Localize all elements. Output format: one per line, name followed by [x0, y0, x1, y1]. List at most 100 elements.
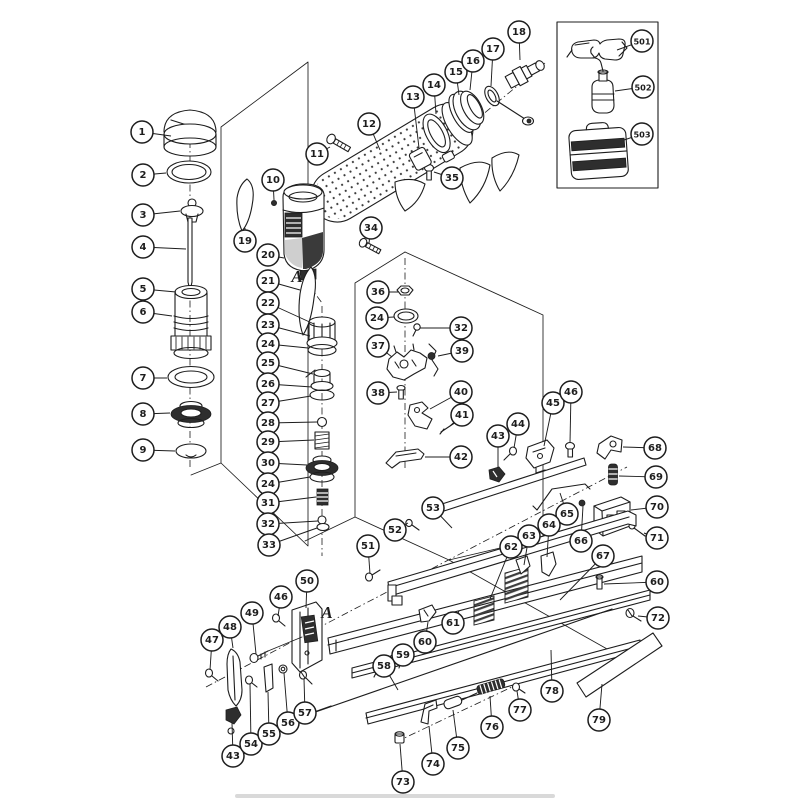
- balloon-2[interactable]: 2: [131, 163, 155, 187]
- balloon-67[interactable]: 67: [591, 544, 615, 568]
- balloon-78[interactable]: 78: [540, 679, 564, 703]
- part-staples: [504, 566, 529, 604]
- balloon-60[interactable]: 60: [413, 630, 437, 654]
- balloon-25[interactable]: 25: [256, 351, 280, 375]
- balloon-9[interactable]: 9: [131, 438, 155, 462]
- balloon-27[interactable]: 27: [256, 391, 280, 415]
- balloon-61[interactable]: 61: [441, 611, 465, 635]
- balloon-66[interactable]: 66: [569, 529, 593, 553]
- balloon-32[interactable]: 32: [449, 316, 473, 340]
- balloon-14[interactable]: 14: [422, 73, 446, 97]
- balloon-58[interactable]: 58: [372, 654, 396, 678]
- part-nut-43b: [225, 706, 242, 735]
- balloon-60[interactable]: 60: [645, 570, 669, 594]
- balloon-16[interactable]: 16: [461, 49, 485, 73]
- balloon-40[interactable]: 40: [449, 380, 473, 404]
- balloon-48[interactable]: 48: [218, 615, 242, 639]
- part-magazine-cover-plate-79: [576, 632, 663, 698]
- part-clip-63: [515, 555, 531, 575]
- balloon-32[interactable]: 32: [256, 512, 280, 536]
- balloon-76[interactable]: 76: [480, 715, 504, 739]
- balloon-21[interactable]: 21: [256, 269, 280, 293]
- balloon-19[interactable]: 19: [233, 229, 257, 253]
- svg-text:66: 66: [574, 536, 588, 547]
- part-guide-bar: [441, 457, 587, 512]
- balloon-63[interactable]: 63: [517, 524, 541, 548]
- balloon-65[interactable]: 65: [555, 502, 579, 526]
- balloon-15[interactable]: 15: [444, 60, 468, 84]
- balloon-43[interactable]: 43: [486, 424, 510, 448]
- svg-text:32: 32: [261, 519, 275, 530]
- balloon-79[interactable]: 79: [587, 708, 611, 732]
- balloon-62[interactable]: 62: [499, 535, 523, 559]
- balloon-20[interactable]: 20: [256, 243, 280, 267]
- balloon-5[interactable]: 5: [131, 277, 155, 301]
- balloon-70[interactable]: 70: [645, 495, 669, 519]
- part-valve-block: [408, 146, 432, 171]
- balloon-46[interactable]: 46: [269, 585, 293, 609]
- balloon-59[interactable]: 59: [391, 643, 415, 667]
- balloon-71[interactable]: 71: [645, 526, 669, 550]
- balloon-35[interactable]: 35: [440, 166, 464, 190]
- svg-text:64: 64: [542, 520, 556, 531]
- balloon-30[interactable]: 30: [256, 451, 280, 475]
- balloon-39[interactable]: 39: [450, 339, 474, 363]
- trigger-parts: [385, 285, 457, 469]
- balloon-18[interactable]: 18: [507, 20, 531, 44]
- part-wire-spring-65: [532, 483, 591, 511]
- svg-text:17: 17: [486, 44, 500, 55]
- balloon-52[interactable]: 52: [383, 518, 407, 542]
- balloon-502[interactable]: 502: [631, 75, 655, 99]
- balloon-55[interactable]: 55: [257, 722, 281, 746]
- balloon-8[interactable]: 8: [131, 402, 155, 426]
- balloon-7[interactable]: 7: [131, 366, 155, 390]
- balloon-10[interactable]: 10: [261, 168, 285, 192]
- balloon-37[interactable]: 37: [366, 334, 390, 358]
- balloon-54[interactable]: 54: [239, 732, 263, 756]
- balloon-45[interactable]: 45: [541, 391, 565, 415]
- balloon-53[interactable]: 53: [421, 496, 445, 520]
- balloon-47[interactable]: 47: [200, 628, 224, 652]
- balloon-38[interactable]: 38: [366, 381, 390, 405]
- balloon-57[interactable]: 57: [293, 701, 317, 725]
- balloon-41[interactable]: 41: [450, 403, 474, 427]
- balloon-74[interactable]: 74: [421, 752, 445, 776]
- balloon-72[interactable]: 72: [646, 606, 670, 630]
- balloon-33[interactable]: 33: [257, 533, 281, 557]
- balloon-6[interactable]: 6: [131, 300, 155, 324]
- balloon-12[interactable]: 12: [357, 112, 381, 136]
- balloon-29[interactable]: 29: [256, 430, 280, 454]
- balloon-49[interactable]: 49: [240, 601, 264, 625]
- balloon-46[interactable]: 46: [559, 380, 583, 404]
- balloon-501[interactable]: 501: [630, 29, 654, 53]
- section-label-A-2: A: [320, 603, 332, 622]
- balloon-50[interactable]: 50: [295, 569, 319, 593]
- balloon-44[interactable]: 44: [506, 412, 530, 436]
- balloon-31[interactable]: 31: [256, 491, 280, 515]
- balloon-68[interactable]: 68: [643, 436, 667, 460]
- svg-text:13: 13: [406, 92, 420, 103]
- balloon-1[interactable]: 1: [130, 120, 154, 144]
- balloon-43[interactable]: 43: [221, 744, 245, 768]
- balloon-69[interactable]: 69: [644, 465, 668, 489]
- svg-text:77: 77: [513, 705, 527, 716]
- balloon-42[interactable]: 42: [449, 445, 473, 469]
- balloon-73[interactable]: 73: [391, 770, 415, 794]
- balloon-22[interactable]: 22: [256, 291, 280, 315]
- balloon-51[interactable]: 51: [356, 534, 380, 558]
- balloon-64[interactable]: 64: [537, 513, 561, 537]
- part-body-housing: [282, 183, 325, 281]
- part-cylinder-ring: [167, 365, 215, 389]
- balloon-503[interactable]: 503: [630, 122, 654, 146]
- balloon-75[interactable]: 75: [446, 736, 470, 760]
- balloon-24[interactable]: 24: [365, 306, 389, 330]
- balloon-17[interactable]: 17: [481, 37, 505, 61]
- balloon-11[interactable]: 11: [305, 142, 329, 166]
- balloon-36[interactable]: 36: [366, 280, 390, 304]
- svg-text:3: 3: [140, 210, 147, 221]
- balloon-3[interactable]: 3: [131, 203, 155, 227]
- balloon-13[interactable]: 13: [401, 85, 425, 109]
- balloon-4[interactable]: 4: [131, 235, 155, 259]
- balloon-77[interactable]: 77: [508, 698, 532, 722]
- balloon-34[interactable]: 34: [359, 216, 383, 240]
